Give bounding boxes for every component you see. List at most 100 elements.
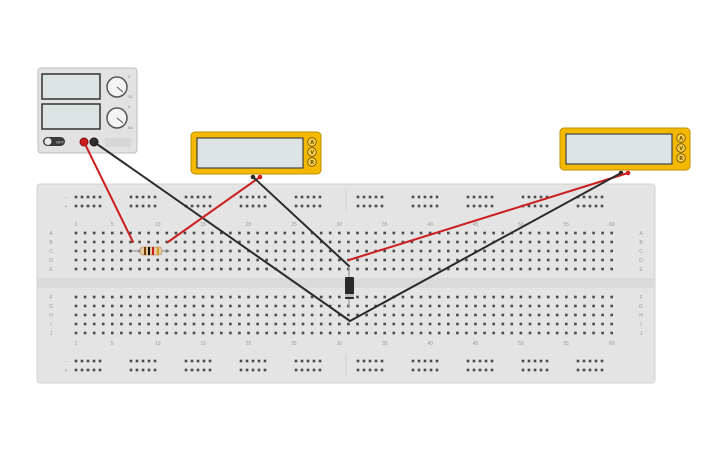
breadboard-hole[interactable] bbox=[546, 331, 550, 335]
breadboard-hole[interactable] bbox=[465, 258, 468, 262]
rail-hole[interactable] bbox=[527, 204, 531, 208]
breadboard-hole[interactable] bbox=[220, 267, 223, 271]
breadboard-hole[interactable] bbox=[310, 249, 314, 253]
rail-hole[interactable] bbox=[490, 368, 494, 372]
breadboard-hole[interactable] bbox=[165, 313, 169, 317]
breadboard-hole[interactable] bbox=[174, 258, 178, 262]
breadboard-hole[interactable] bbox=[74, 240, 78, 244]
breadboard-hole[interactable] bbox=[192, 331, 196, 335]
rail-hole[interactable] bbox=[380, 204, 384, 208]
breadboard-hole[interactable] bbox=[465, 240, 468, 244]
rail-hole[interactable] bbox=[263, 204, 267, 208]
multimeter-right[interactable]: A V R bbox=[559, 127, 691, 176]
breadboard-hole[interactable] bbox=[383, 322, 386, 326]
rail-hole[interactable] bbox=[380, 368, 384, 372]
breadboard-hole[interactable] bbox=[129, 331, 132, 335]
breadboard-hole[interactable] bbox=[292, 240, 296, 244]
breadboard-hole[interactable] bbox=[210, 249, 214, 253]
breadboard-hole[interactable] bbox=[319, 304, 323, 308]
breadboard-hole[interactable] bbox=[383, 295, 386, 299]
breadboard-hole[interactable] bbox=[528, 240, 532, 244]
breadboard-hole[interactable] bbox=[319, 267, 323, 271]
breadboard-hole[interactable] bbox=[592, 267, 595, 271]
breadboard-hole[interactable] bbox=[229, 313, 232, 317]
breadboard-hole[interactable] bbox=[129, 313, 132, 317]
breadboard-hole[interactable] bbox=[165, 231, 169, 235]
breadboard-hole[interactable] bbox=[101, 240, 105, 244]
breadboard-hole[interactable] bbox=[292, 313, 296, 317]
breadboard-hole[interactable] bbox=[201, 240, 205, 244]
breadboard-hole[interactable] bbox=[456, 249, 459, 253]
breadboard-hole[interactable] bbox=[492, 313, 495, 317]
breadboard-hole[interactable] bbox=[220, 331, 223, 335]
breadboard-hole[interactable] bbox=[401, 322, 405, 326]
rail-hole[interactable] bbox=[294, 195, 298, 199]
rail-hole[interactable] bbox=[374, 368, 378, 372]
rail-hole[interactable] bbox=[294, 368, 298, 372]
rail-hole[interactable] bbox=[129, 195, 133, 199]
rail-hole[interactable] bbox=[423, 195, 427, 199]
rail-hole[interactable] bbox=[539, 195, 543, 199]
breadboard-hole[interactable] bbox=[192, 231, 196, 235]
breadboard-hole[interactable] bbox=[229, 231, 232, 235]
breadboard-hole[interactable] bbox=[447, 249, 450, 253]
breadboard-hole[interactable] bbox=[283, 249, 287, 253]
breadboard-hole[interactable] bbox=[229, 258, 232, 262]
breadboard-hole[interactable] bbox=[374, 313, 377, 317]
rail-hole[interactable] bbox=[582, 368, 586, 372]
rail-hole[interactable] bbox=[190, 195, 194, 199]
breadboard-hole[interactable] bbox=[101, 313, 105, 317]
rail-hole[interactable] bbox=[92, 195, 96, 199]
breadboard-hole[interactable] bbox=[183, 240, 187, 244]
breadboard-hole[interactable] bbox=[83, 295, 87, 299]
rail-hole[interactable] bbox=[429, 195, 433, 199]
breadboard-hole[interactable] bbox=[229, 240, 232, 244]
breadboard-hole[interactable] bbox=[256, 267, 259, 271]
breadboard-hole[interactable] bbox=[347, 322, 350, 326]
breadboard-hole[interactable] bbox=[210, 322, 214, 326]
breadboard-hole[interactable] bbox=[428, 240, 432, 244]
breadboard-hole[interactable] bbox=[301, 295, 305, 299]
multimeter-left-mode-a[interactable] bbox=[307, 137, 317, 147]
breadboard-hole[interactable] bbox=[365, 240, 368, 244]
breadboard-hole[interactable] bbox=[92, 267, 96, 271]
rail-hole[interactable] bbox=[600, 195, 604, 199]
breadboard-hole[interactable] bbox=[310, 322, 314, 326]
breadboard-hole[interactable] bbox=[301, 331, 305, 335]
breadboard-hole[interactable] bbox=[120, 313, 123, 317]
breadboard-hole[interactable] bbox=[574, 249, 577, 253]
breadboard-hole[interactable] bbox=[265, 295, 268, 299]
rail-hole[interactable] bbox=[184, 195, 188, 199]
breadboard-hole[interactable] bbox=[183, 231, 187, 235]
breadboard-hole[interactable] bbox=[220, 240, 223, 244]
breadboard-hole[interactable] bbox=[83, 249, 87, 253]
breadboard-hole[interactable] bbox=[510, 304, 514, 308]
breadboard-hole[interactable] bbox=[247, 267, 250, 271]
rail-hole[interactable] bbox=[153, 359, 157, 363]
breadboard-hole[interactable] bbox=[537, 249, 541, 253]
rail-hole[interactable] bbox=[153, 195, 157, 199]
breadboard-hole[interactable] bbox=[374, 258, 377, 262]
breadboard-hole[interactable] bbox=[111, 322, 114, 326]
rail-hole[interactable] bbox=[141, 368, 145, 372]
breadboard-hole[interactable] bbox=[474, 258, 477, 262]
rail-hole[interactable] bbox=[466, 368, 470, 372]
breadboard-hole[interactable] bbox=[546, 313, 550, 317]
breadboard-hole[interactable] bbox=[174, 322, 178, 326]
breadboard-hole[interactable] bbox=[229, 322, 232, 326]
breadboard-hole[interactable] bbox=[365, 304, 368, 308]
breadboard-hole[interactable] bbox=[338, 249, 341, 253]
breadboard-hole[interactable] bbox=[328, 313, 332, 317]
breadboard-hole[interactable] bbox=[474, 267, 477, 271]
rail-hole[interactable] bbox=[533, 368, 537, 372]
breadboard-hole[interactable] bbox=[174, 331, 178, 335]
breadboard-hole[interactable] bbox=[111, 240, 114, 244]
breadboard-hole[interactable] bbox=[174, 313, 178, 317]
breadboard-hole[interactable] bbox=[474, 295, 477, 299]
breadboard-hole[interactable] bbox=[428, 267, 432, 271]
breadboard-hole[interactable] bbox=[592, 331, 595, 335]
breadboard-hole[interactable] bbox=[310, 331, 314, 335]
breadboard-hole[interactable] bbox=[546, 240, 550, 244]
breadboard-hole[interactable] bbox=[138, 258, 141, 262]
breadboard-hole[interactable] bbox=[338, 240, 341, 244]
